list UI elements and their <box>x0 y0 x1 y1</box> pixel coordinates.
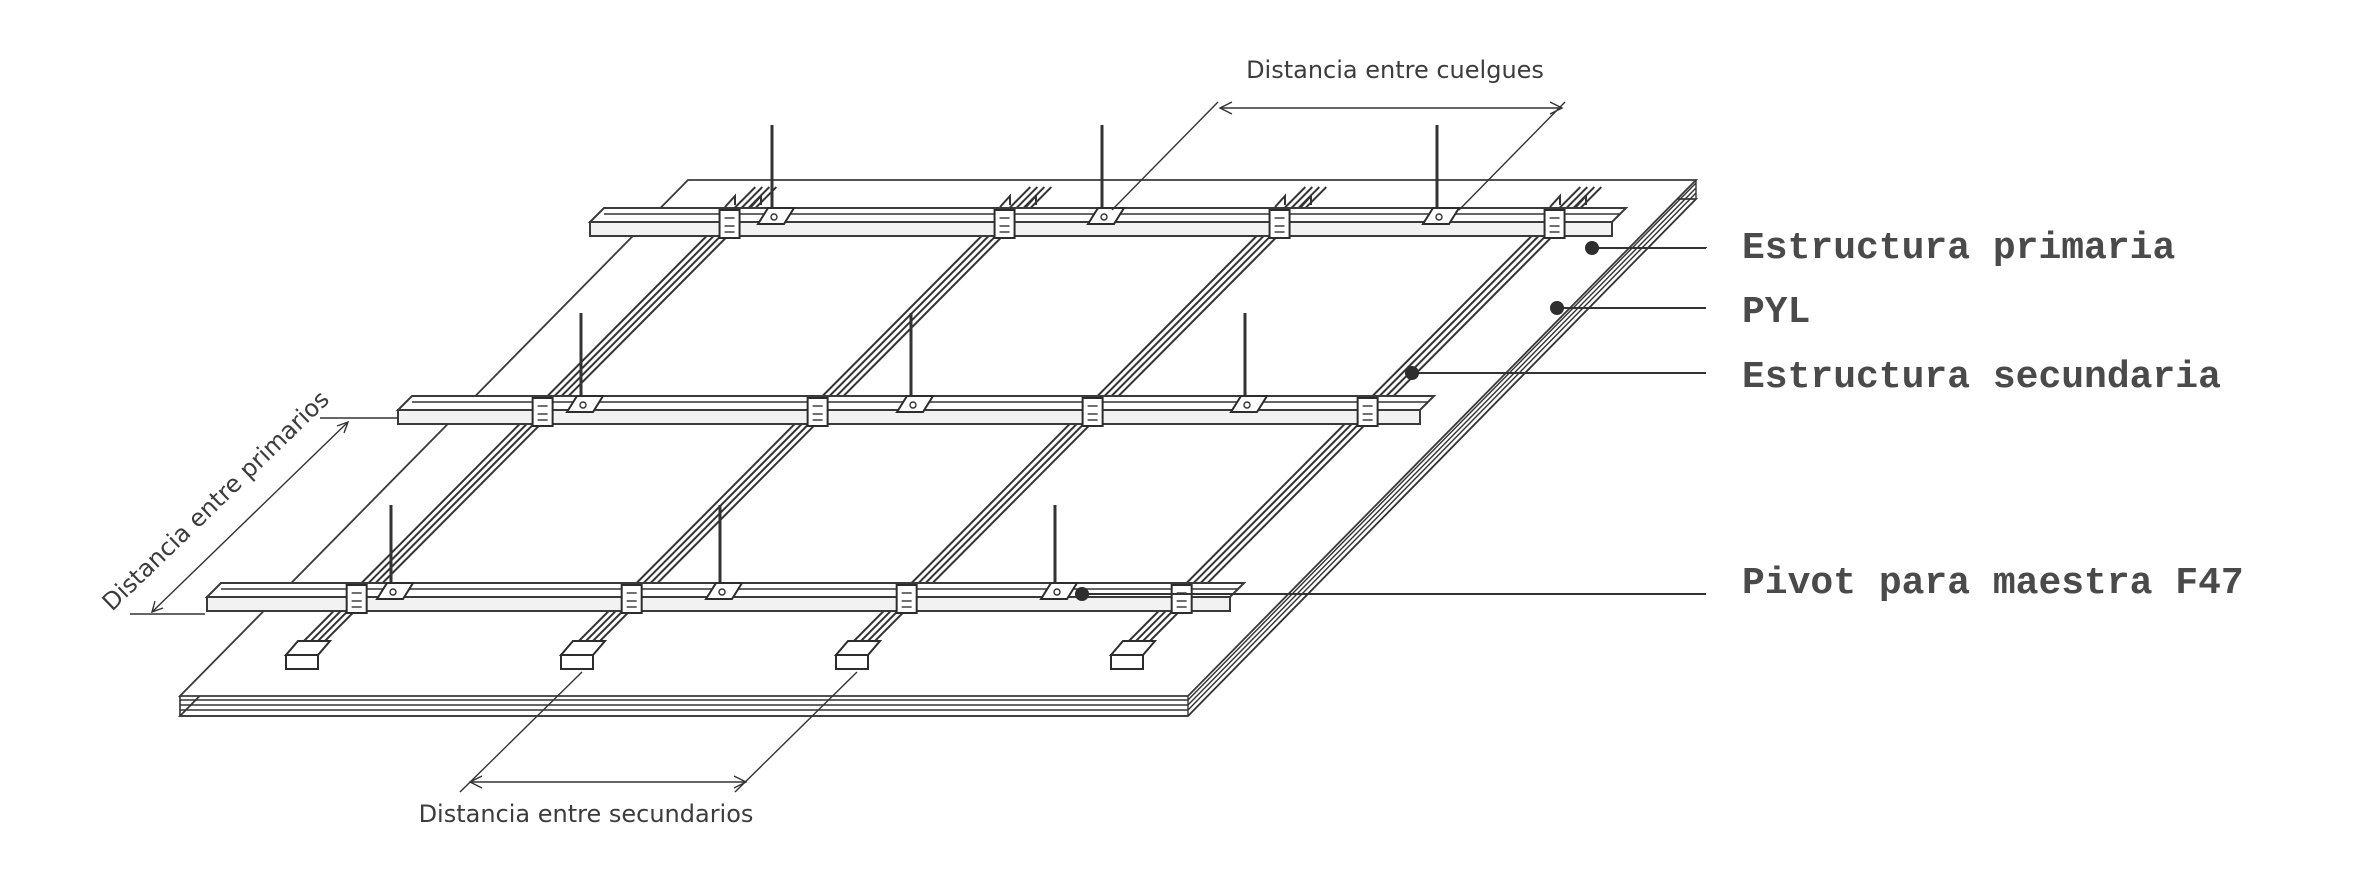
leader-lines <box>1075 241 1707 601</box>
dimension-secundarios: Distancia entre secundarios <box>419 671 858 828</box>
cross-connector <box>718 209 741 239</box>
secondary-foot-front <box>285 654 319 670</box>
secondary-foot-front <box>1110 654 1144 670</box>
rail-tab <box>1549 193 1561 208</box>
hanger-clip-hole <box>1100 213 1108 221</box>
hanger-clip-hole <box>909 401 917 409</box>
rail-tab <box>724 193 736 208</box>
connector-body <box>1170 584 1193 614</box>
pivot-marker-dot <box>1075 587 1089 601</box>
hanger-clip-hole <box>1243 401 1251 409</box>
rail-tab <box>1575 193 1587 208</box>
board-stack-layers <box>177 179 1699 717</box>
cross-connector <box>993 209 1016 239</box>
hanger <box>895 313 935 413</box>
hanger-clip-hole <box>1053 588 1061 596</box>
cross-connector <box>1356 397 1379 427</box>
pyl-marker-dot <box>1550 301 1564 315</box>
dimension-secundarios-label: Distancia entre secundarios <box>419 800 754 828</box>
label-pyl: PYL <box>1742 291 1810 334</box>
secondary-marker-dot <box>1405 366 1419 380</box>
rail-tab <box>1274 193 1286 208</box>
hanger-clip-hole <box>718 588 726 596</box>
secondary-foot-front <box>835 654 869 670</box>
label-estructura-primaria: Estructura primaria <box>1742 227 2175 270</box>
hanger-clip-hole <box>770 213 778 221</box>
hanger-clip <box>704 582 744 600</box>
pyl-board <box>177 179 1699 717</box>
connector-body <box>620 584 643 614</box>
hanger-clip <box>375 582 415 600</box>
rail-tab <box>1025 193 1037 208</box>
hanger <box>375 505 415 600</box>
connector-body <box>895 584 918 614</box>
connector-body <box>345 584 368 614</box>
hanger-clip-hole <box>1435 213 1443 221</box>
cross-connector <box>1081 397 1104 427</box>
cross-connector <box>895 584 918 614</box>
hanger-clip <box>756 207 796 225</box>
hanger <box>1421 125 1461 225</box>
connector-body <box>718 209 741 239</box>
hanger-clip-hole <box>579 401 587 409</box>
connector-body <box>1356 397 1379 427</box>
hanger <box>756 125 796 225</box>
connector-body <box>806 397 829 427</box>
dimension-cuelgues: Distancia entre cuelgues <box>1111 56 1566 211</box>
hanger <box>1086 125 1126 225</box>
dimension-cuelgues-label: Distancia entre cuelgues <box>1246 56 1544 84</box>
hanger <box>565 313 605 413</box>
hanger-clip <box>1086 207 1126 225</box>
secondary-foot-front <box>560 654 594 670</box>
cross-connector <box>806 397 829 427</box>
cross-connector <box>345 584 368 614</box>
hanger-clip <box>1421 207 1461 225</box>
connector-body <box>1081 397 1104 427</box>
component-labels: Estructura primaria PYL Estructura secun… <box>1742 227 2244 605</box>
hanger <box>704 505 744 600</box>
primary-marker-dot <box>1585 241 1599 255</box>
cross-connector <box>620 584 643 614</box>
connector-body <box>1543 209 1566 239</box>
cross-connector <box>531 397 554 427</box>
hanger-clip-hole <box>389 588 397 596</box>
hanger <box>1229 313 1269 413</box>
label-estructura-secundaria: Estructura secundaria <box>1742 356 2221 399</box>
connector-body <box>1268 209 1291 239</box>
hanger-clip <box>565 395 605 413</box>
hanger-clip <box>895 395 935 413</box>
cross-connector <box>1543 209 1566 239</box>
rail-tab <box>1300 193 1312 208</box>
hanger-clip <box>1229 395 1269 413</box>
rail-tab <box>750 193 762 208</box>
cross-connector <box>1268 209 1291 239</box>
hangers <box>375 125 1461 600</box>
label-pivot: Pivot para maestra F47 <box>1742 562 2244 605</box>
connector-body <box>531 397 554 427</box>
connector-body <box>993 209 1016 239</box>
rail-tab <box>999 193 1011 208</box>
hanger-clip <box>1039 582 1079 600</box>
cross-connector <box>1170 584 1193 614</box>
hanger <box>1039 505 1079 600</box>
